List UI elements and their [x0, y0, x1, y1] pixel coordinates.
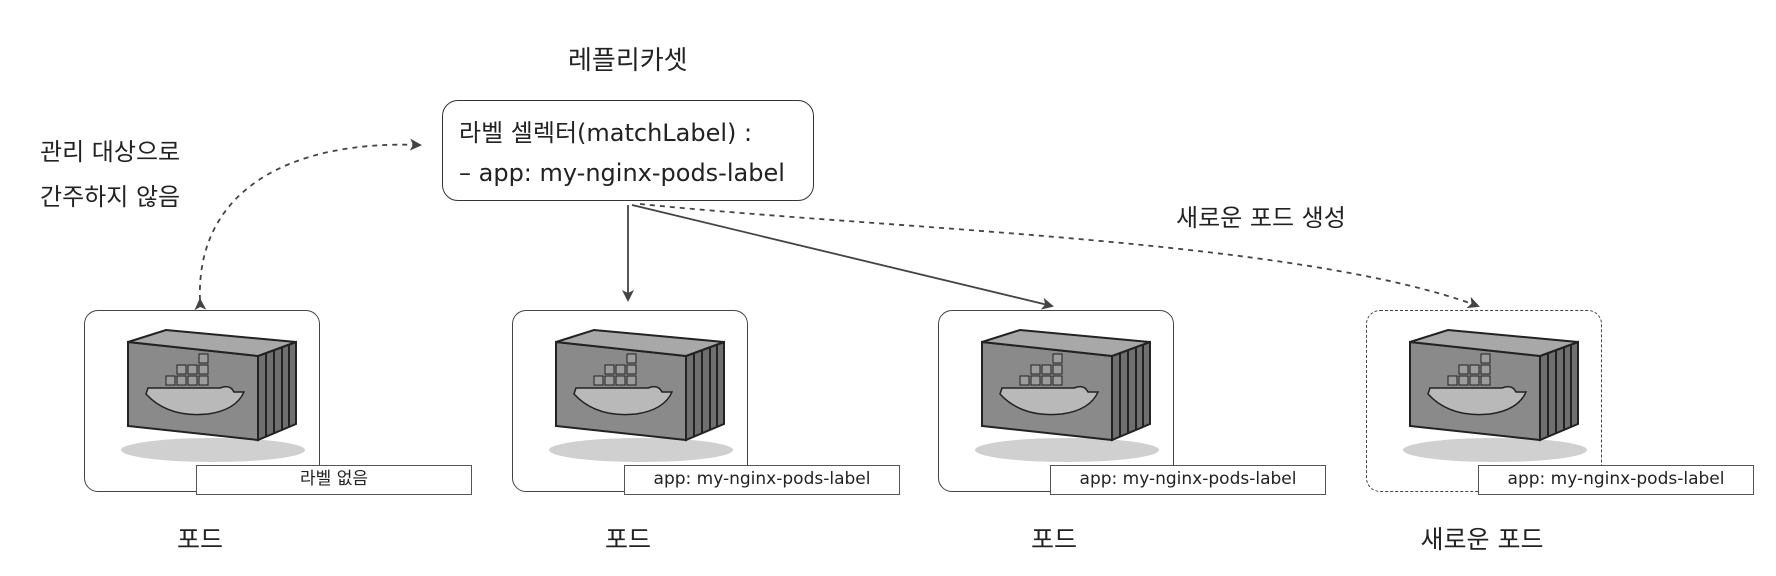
not-managed-line-1: 관리 대상으로: [40, 138, 181, 166]
docker-container-icon: [962, 322, 1162, 472]
replicaset-box: 라벨 셀렉터(matchLabel) : – app: my-nginx-pod…: [442, 100, 814, 201]
replicaset-title: 레플리카셋: [568, 46, 688, 76]
pod-3-caption: 포드: [1030, 525, 1077, 554]
pod-2-label: app: my-nginx-pods-label: [624, 465, 900, 495]
pod-1-label: 라벨 없음: [196, 465, 472, 495]
pod-1-caption: 포드: [176, 525, 223, 554]
not-managed-arrow: [194, 138, 422, 311]
create-new-pod-arrow: [639, 203, 1480, 309]
pod-2-caption: 포드: [604, 525, 651, 554]
create-new-pod-note: 새로운 포드 생성: [1176, 204, 1346, 232]
new-pod-caption: 새로운 포드: [1420, 525, 1544, 554]
docker-container-icon: [108, 322, 308, 472]
not-managed-note: 관리 대상으로 간주하지 않음: [40, 130, 180, 220]
manage-arrow-pod-3: [631, 204, 1054, 310]
selector-label-line: – app: my-nginx-pods-label: [459, 159, 785, 187]
selector-line: 라벨 셀렉터(matchLabel) :: [459, 119, 753, 147]
docker-container-icon: [1390, 322, 1590, 472]
new-pod-label: app: my-nginx-pods-label: [1478, 465, 1754, 495]
not-managed-line-2: 간주하지 않음: [40, 183, 181, 211]
docker-container-icon: [536, 322, 736, 472]
pod-3-label: app: my-nginx-pods-label: [1050, 465, 1326, 495]
